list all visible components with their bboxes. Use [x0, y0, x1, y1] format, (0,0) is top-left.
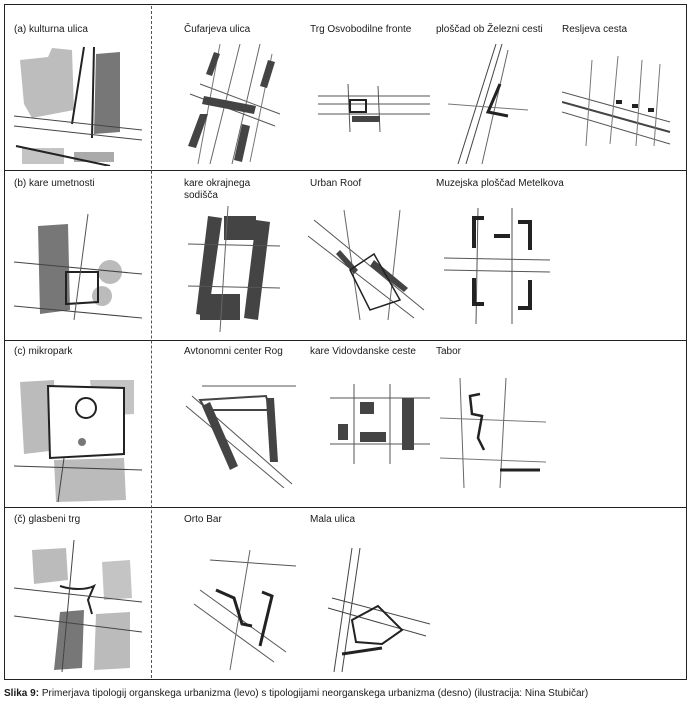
- row-divider: [4, 170, 687, 171]
- item-label: Mala ulica: [310, 514, 356, 525]
- caption-text: Primerjava tipologij organskega urbanizm…: [41, 688, 589, 699]
- sketch-mikropark: [14, 380, 142, 502]
- sketch-trg-of: [318, 83, 430, 133]
- row-label-a: (a) kulturna ulica: [14, 24, 88, 35]
- sketch-kare-umetnosti: [14, 213, 142, 320]
- figure-caption: Slika 9: Primerjava tipologij organskega…: [4, 688, 588, 699]
- item-label: Čufarjeva ulica: [184, 24, 251, 35]
- item-label: Urban Roof: [310, 178, 362, 189]
- sketch-metelkova: [444, 208, 550, 324]
- sketch-rog: [185, 385, 296, 488]
- item-label: kare okrajnega sodišča: [184, 178, 251, 201]
- row-divider: [4, 340, 687, 341]
- item-label: ploščad ob Železni cesti: [436, 24, 543, 35]
- item-label: Orto Bar: [184, 514, 222, 525]
- sketch-kare-sodisca: [188, 206, 280, 332]
- sketch-cufarjeva: [188, 44, 281, 164]
- sketch-zelezna: [448, 44, 528, 164]
- sketch-urban-roof: [307, 210, 425, 320]
- organic-inorganic-divider: [151, 6, 152, 678]
- sketch-vidovdanska: [330, 384, 430, 464]
- figure-frame: [4, 4, 687, 680]
- item-label: Trg Osvobodilne fronte: [310, 24, 412, 35]
- caption-prefix: Slika 9:: [4, 688, 40, 699]
- sketch-tabor: [440, 378, 546, 488]
- row-divider: [4, 507, 687, 508]
- sketch-glasbeni-trg: [14, 540, 142, 672]
- sketch-orto-bar: [193, 550, 297, 671]
- sketch-kulturna-ulica: [14, 46, 142, 166]
- item-label: Tabor: [436, 346, 462, 357]
- row-label-c-caron: (č) glasbeni trg: [14, 514, 81, 525]
- item-label: Muzejska ploščad Metelkova: [436, 178, 564, 189]
- row-label-c: (c) mikropark: [14, 346, 73, 357]
- item-label: kare Vidovdanske ceste: [310, 346, 416, 357]
- row-label-b: (b) kare umetnosti: [14, 178, 95, 189]
- sketch-mala-ulica: [327, 548, 430, 672]
- sketch-resljeva: [562, 56, 671, 147]
- item-label: Avtonomni center Rog: [184, 346, 283, 357]
- item-label: Resljeva cesta: [562, 24, 628, 35]
